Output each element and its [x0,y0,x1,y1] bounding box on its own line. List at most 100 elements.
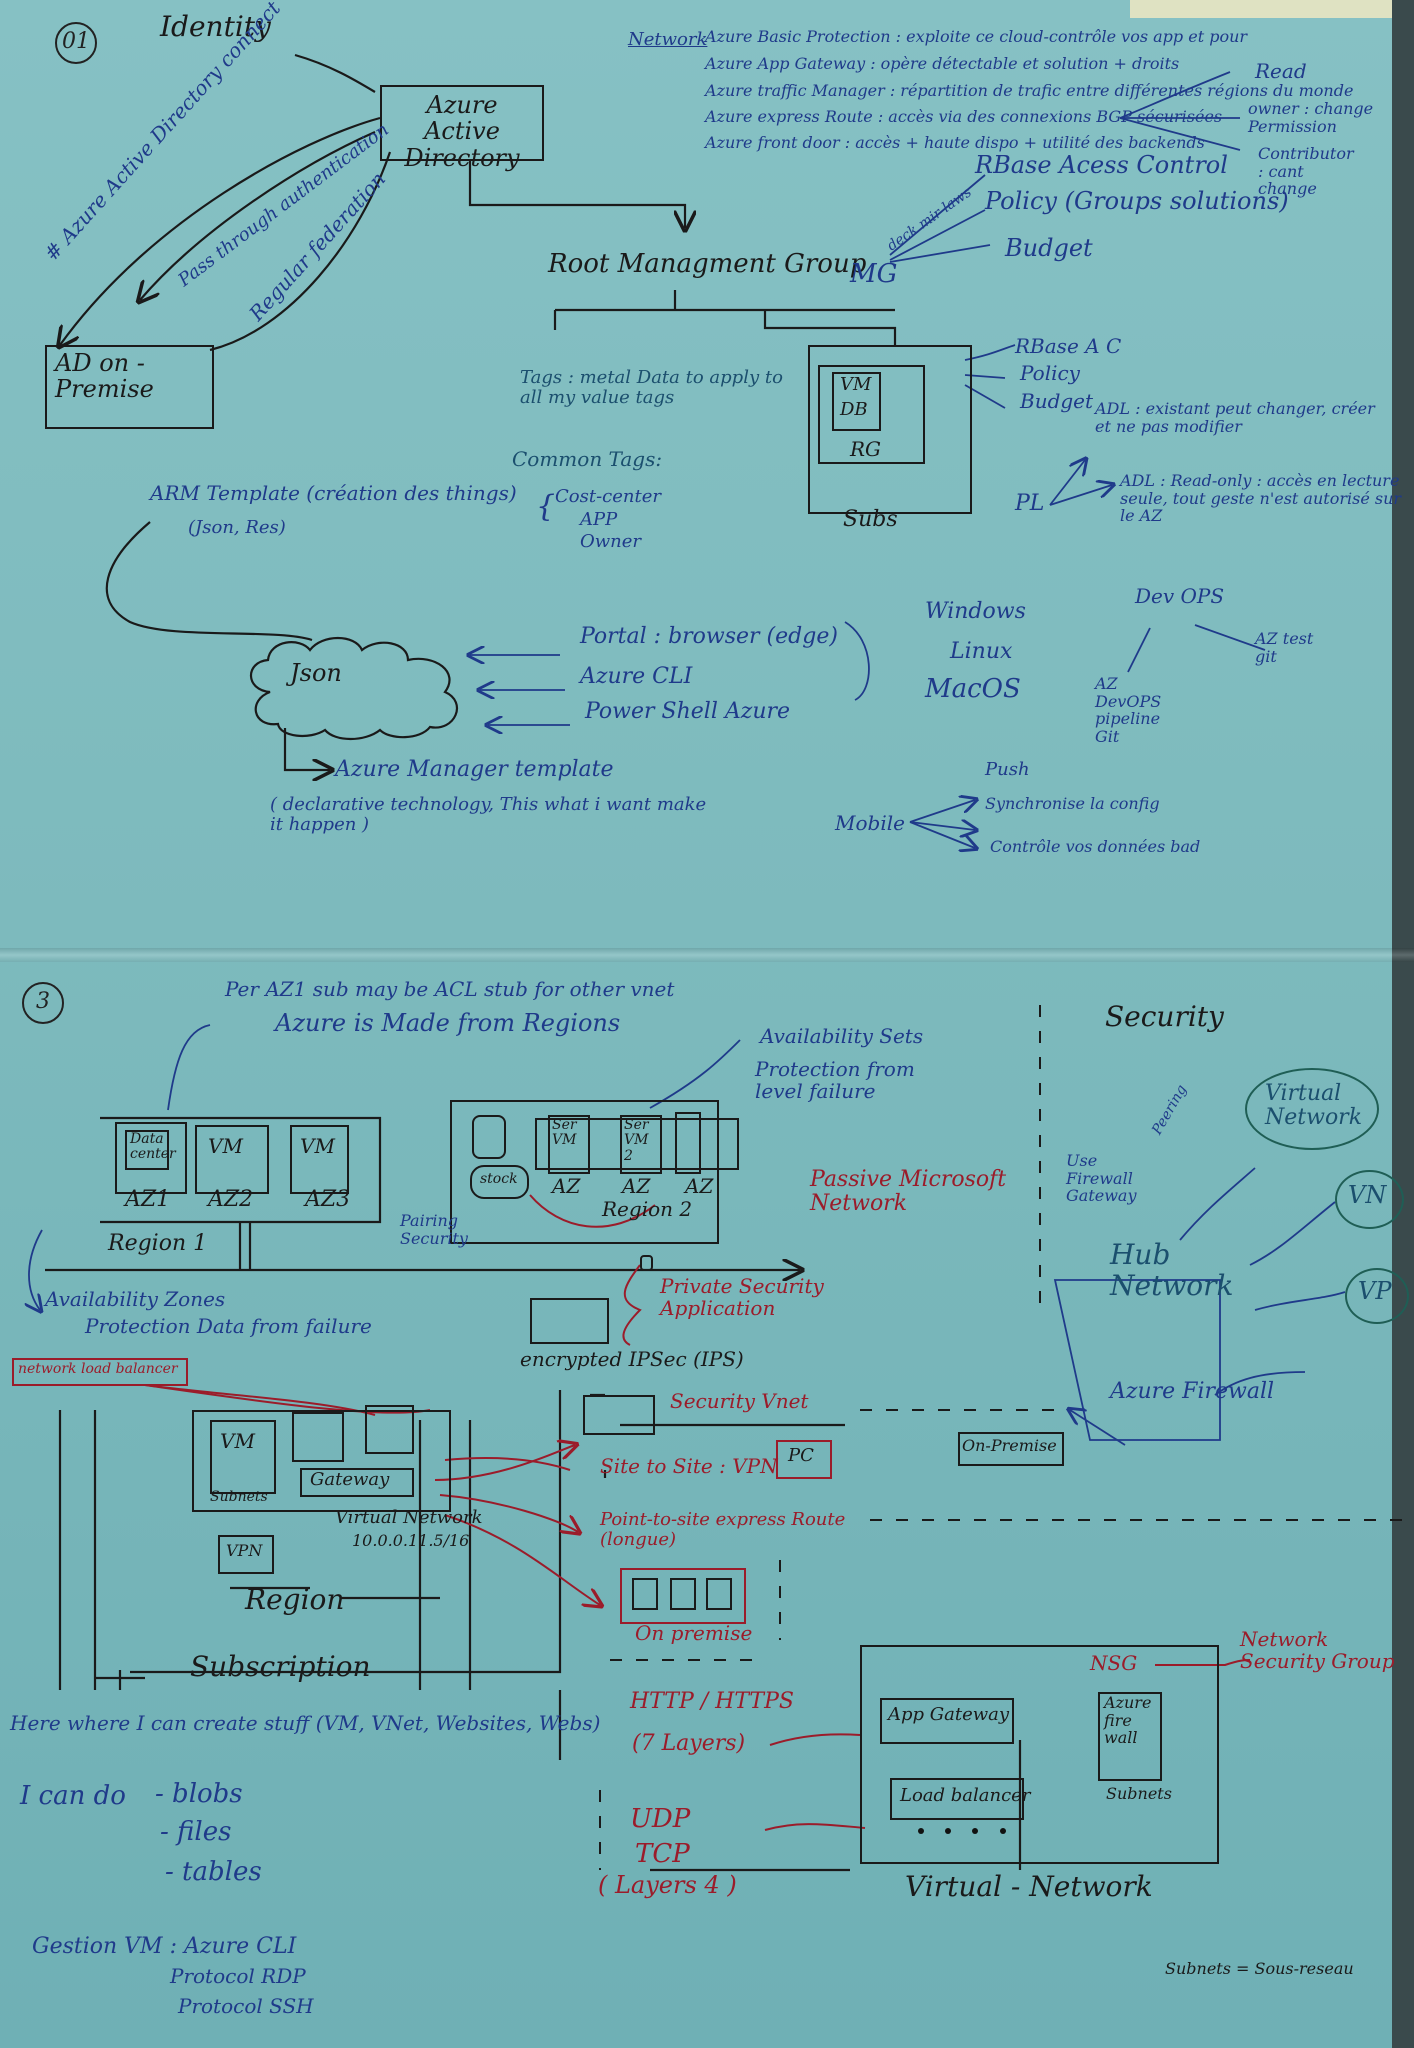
vpn-label: VPN [226,1541,263,1560]
network-note: Azure Basic Protection : exploite ce clo… [705,27,1248,46]
common-tags-label: Common Tags: [512,447,663,471]
az-label: AZ [622,1174,651,1198]
lb-node [972,1828,978,1834]
az1-box [115,1122,187,1194]
az2-label: AZ2 [208,1187,254,1212]
background-edge [1392,0,1414,2048]
subs-policy: Budget [1020,389,1094,413]
rg-label: RG [850,437,882,461]
load-balancer-label: network load balancer [18,1361,178,1377]
icon-item: - blobs [155,1779,243,1809]
subnets-label: Subnets [210,1489,268,1505]
icon-item: - files [160,1817,232,1847]
arm-template-tool: Azure Manager template [335,757,614,782]
tags-label: Tags : metal Data to apply to all my val… [520,367,783,408]
gestion-item: Protocol RDP [170,1964,306,1988]
rack-box [548,1115,590,1174]
azure-firewall-box-label: Azure fire wall [1104,1693,1152,1748]
region1-label: Region 1 [108,1231,208,1256]
tool-powershell: Power Shell Azure [585,699,791,724]
mobile-item: Push [985,759,1030,780]
gateway-label: Gateway [310,1469,390,1490]
lb-node [1000,1828,1006,1834]
arm-template-label: ARM Template (création des things) [150,481,517,505]
aad-box [380,85,544,161]
az2-vm: VM [208,1134,243,1158]
storage-label: stock [480,1171,518,1187]
security-vnet-box [583,1395,655,1435]
az1-label: AZ1 [125,1187,171,1212]
tool-cli: Azure CLI [580,664,693,689]
regions-note: Azure is Made from Regions [275,1009,621,1037]
http-label: HTTP / HTTPS [630,1689,794,1714]
udp-label: UDP [630,1804,691,1834]
rack-box [620,1115,662,1174]
vnet-box [192,1410,451,1512]
lb-box [890,1778,1024,1820]
here-note: Here where I can create stuff (VM, VNet,… [10,1711,601,1735]
http-layer-label: (7 Layers) [632,1731,746,1756]
vnet-label: Virtual Network [335,1507,483,1528]
on-premise-label: On premise [635,1621,753,1645]
subnet-box [292,1412,344,1462]
region-label: Region [245,1583,345,1616]
hub-side-label: Use Firewall Gateway [1066,1151,1137,1206]
pl-label: PL [1015,491,1045,516]
site-to-site-label: Site to Site : VPN [600,1454,778,1478]
paper-fold [0,948,1414,962]
subscription-box [808,345,972,514]
vp-bubble [1345,1268,1409,1324]
az3-vm: VM [300,1134,335,1158]
pl-item: ADL : existant peut changer, créer et ne… [1095,399,1375,436]
vnet-ip: 10.0.0.11.5/16 [352,1531,470,1550]
pc-label: PC [788,1445,814,1466]
rg-box [818,365,925,464]
icon-item: - tables [165,1857,262,1887]
section-number: 3 [22,982,64,1024]
tcp-label: TCP [635,1839,690,1869]
on-premise2-label: On-Premise [962,1436,1057,1455]
az-devops-label: AZ DevOPS pipeline Git [1095,674,1162,746]
db-label: DB [840,399,868,420]
on-premise-box [620,1568,746,1624]
subnet-box [365,1405,414,1454]
az-label: AZ [685,1174,714,1198]
availability-sets-note: Protection from level failure [755,1057,915,1103]
server-icon [632,1578,658,1610]
security-label: Security [1105,1000,1224,1033]
subnets2-label: Subnets [1106,1784,1172,1803]
network-note: Azure traffic Manager : répartition de t… [705,81,1354,100]
app-gateway-label: App Gateway [888,1704,1010,1725]
subnet-box [210,1420,276,1494]
os-windows: Windows [925,599,1026,624]
nsg-label: NSG [1090,1651,1138,1675]
common-tag-item: Owner [580,531,642,552]
availability-set-bar [535,1118,739,1170]
az-sub-note: Per AZ1 sub may be ACL stub for other vn… [225,977,675,1001]
backbone-label: Passive Microsoft Network [810,1167,1007,1217]
subnet-vm: VM [220,1429,255,1453]
mobile-label: Mobile [835,811,905,835]
root-mg-label: Root Managment Group [548,249,867,279]
mobile-item: Synchronise la config [985,794,1160,813]
lb-node [945,1828,951,1834]
network-note: Azure express Route : accès via des conn… [705,107,1223,126]
mg-policy: Policy (Groups solutions) [985,187,1289,215]
tag-brace: { [536,489,556,524]
network-label: Network [628,29,708,50]
pl-item: ADL : Read-only : accès en lecture seule… [1120,471,1402,526]
vn-label: VN [1348,1181,1387,1209]
storage-cloud [470,1165,529,1199]
subnets-sous-label: Subnets = Sous-reseau [1165,1959,1354,1978]
virtual-network-label: Virtual Network [1265,1081,1363,1131]
rack-vm: Ser VM [552,1117,577,1149]
availability-zones-note: Protection Data from failure [85,1314,372,1338]
availability-zones-label: Availability Zones [45,1287,226,1311]
az-test-label: AZ test git [1255,629,1314,666]
rack-vm: Ser VM 2 [624,1117,649,1164]
azure-firewall-label: Azure Firewall [1110,1379,1275,1404]
vm-db-box [832,372,881,431]
vpn-box [218,1535,274,1574]
os-macos: MacOS [925,674,1021,704]
